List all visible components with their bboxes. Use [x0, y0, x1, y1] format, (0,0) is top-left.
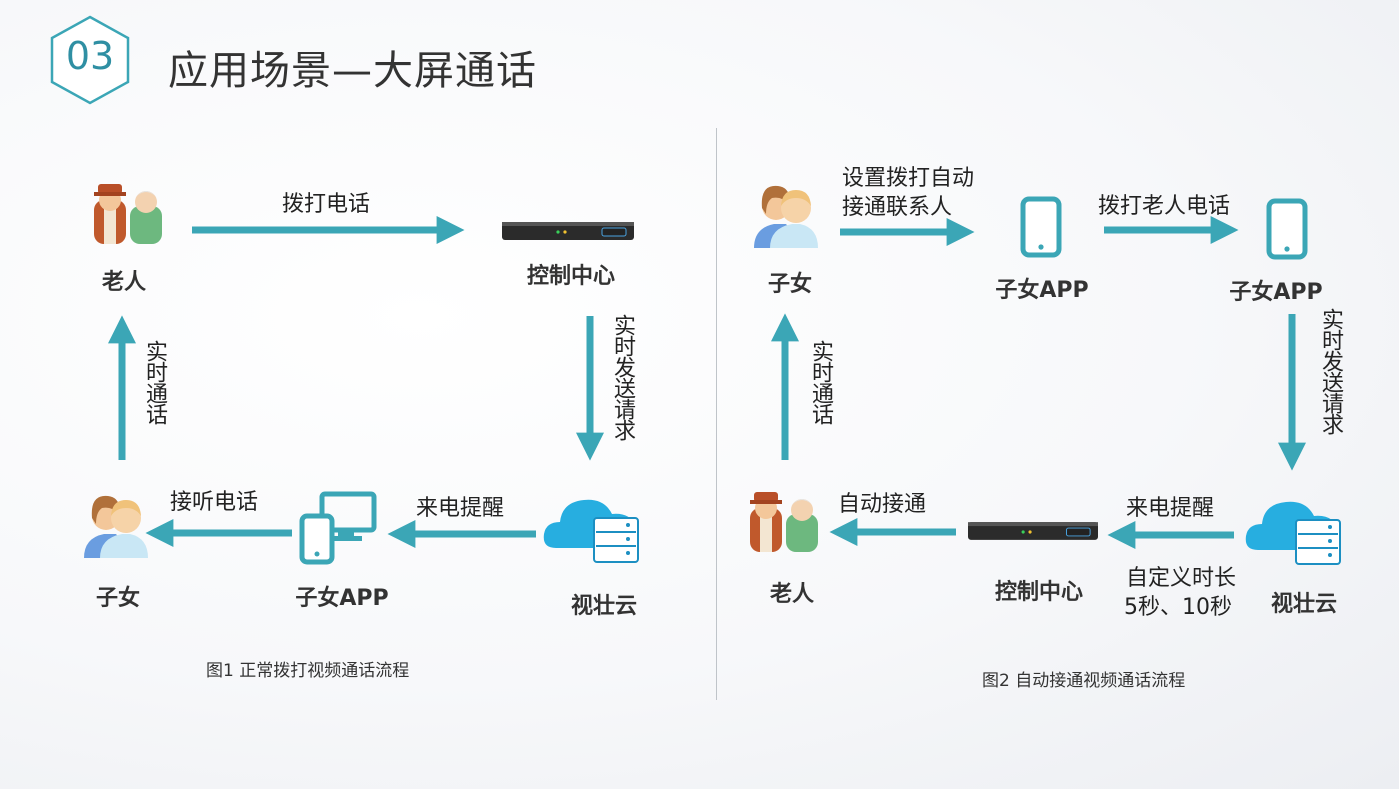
- cloud-server-icon: [1245, 501, 1341, 565]
- fig2-control-label: 控制中心: [994, 580, 1083, 605]
- fig2-timeout-label-2: 5秒、10秒: [1124, 595, 1232, 620]
- fig1-app-label: 子女APP: [295, 586, 389, 611]
- fig1-call-label: 拨打电话: [282, 192, 371, 217]
- hexagon-badge: [50, 15, 130, 105]
- fig1-talk-label: 实时通话: [142, 340, 167, 424]
- control-box-icon: [502, 222, 634, 240]
- child-icon: [754, 185, 818, 248]
- fig1-child-label: 子女: [95, 586, 140, 611]
- fig2-send-label: 实时发送请求: [1318, 308, 1343, 434]
- elder-icon: [94, 184, 162, 244]
- fig2-setup-label-2: 接通联系人: [842, 195, 953, 220]
- fig2-auto-label: 自动接通: [838, 492, 927, 517]
- phone-icon: [1020, 196, 1062, 258]
- fig2-dial-label: 拨打老人电话: [1098, 194, 1231, 219]
- fig1-control-label: 控制中心: [526, 264, 615, 289]
- cloud-server-icon: [543, 499, 639, 563]
- elder-icon: [750, 492, 818, 552]
- fig2-app2-label: 子女APP: [1229, 280, 1323, 305]
- fig2-talk-label: 实时通话: [808, 340, 833, 424]
- fig2-alert-label: 来电提醒: [1126, 496, 1215, 521]
- fig1-answer-label: 接听电话: [170, 490, 259, 515]
- child-icon: [84, 495, 148, 558]
- devices-icon: [299, 491, 377, 565]
- divider: [716, 128, 717, 700]
- fig2-cloud-label: 视壮云: [1270, 592, 1337, 617]
- fig2-caption: 图2 自动接通视频通话流程: [982, 671, 1186, 691]
- fig2-child-label: 子女: [767, 272, 812, 297]
- fig2-app1-label: 子女APP: [995, 278, 1089, 303]
- fig2-timeout-label-1: 自定义时长: [1126, 566, 1237, 591]
- fig1-cloud-label: 视壮云: [570, 594, 637, 619]
- fig1-send-label: 实时发送请求: [610, 314, 635, 440]
- fig1-elder-label: 老人: [101, 270, 146, 295]
- fig1-alert-label: 来电提醒: [416, 496, 505, 521]
- phone-icon: [1266, 198, 1308, 260]
- section-number: 03: [65, 34, 115, 78]
- control-box-icon: [968, 522, 1098, 540]
- fig2-setup-label-1: 设置拨打自动: [842, 166, 975, 191]
- fig2-elder-label: 老人: [769, 582, 814, 607]
- page-title: 应用场景—大屏通话: [168, 48, 537, 94]
- fig1-caption: 图1 正常拨打视频通话流程: [206, 661, 410, 681]
